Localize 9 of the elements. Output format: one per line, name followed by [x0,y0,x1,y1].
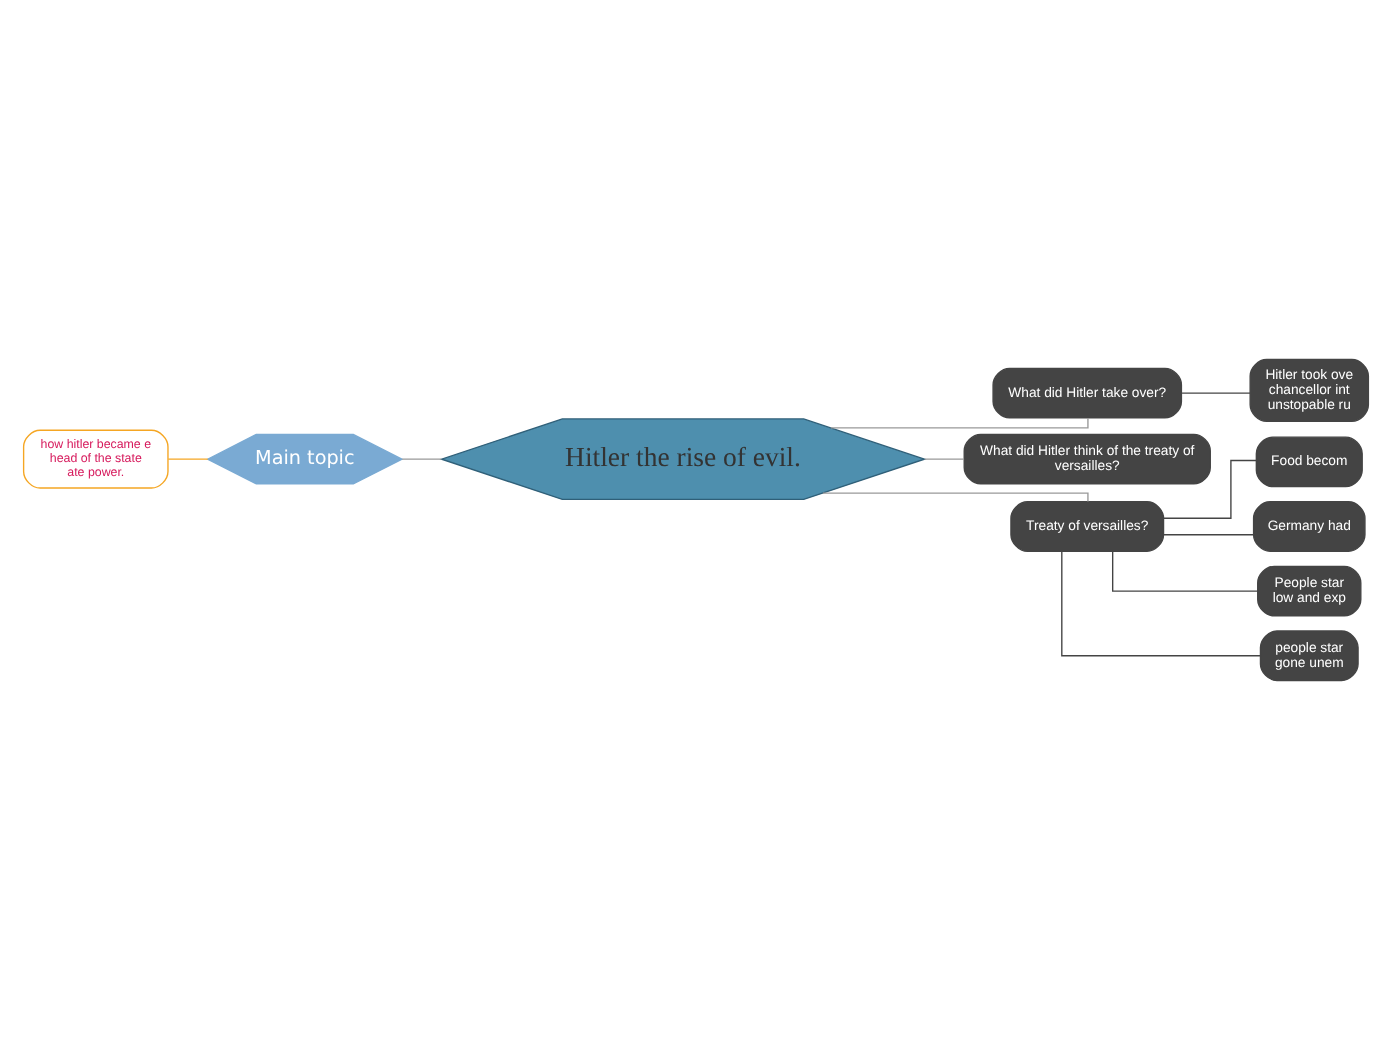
connector [1061,550,1262,657]
connector [830,417,1089,429]
connector [1162,534,1255,536]
connector [822,492,1089,503]
connector [923,458,965,460]
connector [1112,550,1259,592]
connector [167,458,209,460]
connector [401,458,443,460]
connector [1181,392,1251,394]
